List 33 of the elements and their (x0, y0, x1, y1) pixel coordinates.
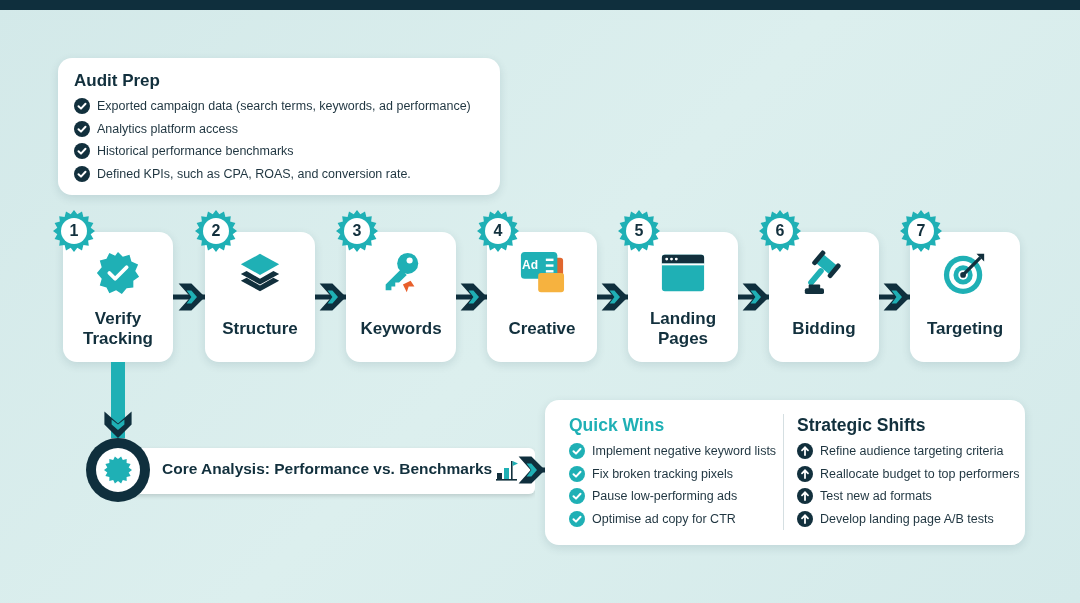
column-heading: Strategic Shifts (797, 415, 927, 436)
step-number-badge: 6 (759, 210, 801, 252)
step-title: Targeting (925, 318, 1005, 340)
column-heading: Quick Wins (569, 415, 666, 436)
step-number-badge: 7 (900, 210, 942, 252)
step-title: Verify Tracking (82, 308, 154, 350)
checklist-item: Historical performance benchmarks (97, 144, 294, 159)
checklist-item: Reallocate budget to top performers (820, 466, 1020, 481)
step-title: Landing Pages (648, 308, 718, 350)
step-title: Structure (221, 318, 299, 340)
checklist-item: Optimise ad copy for CTR (592, 511, 736, 526)
step-number-badge: 4 (477, 210, 519, 252)
card-heading: Audit Prep (74, 71, 161, 91)
checklist-item: Implement negative keyword lists (592, 444, 777, 459)
checklist-item: Develop landing page A/B tests (820, 511, 994, 526)
step-title: Bidding (791, 318, 857, 340)
checklist-card (58, 58, 500, 195)
step-title: Keywords (359, 318, 443, 340)
ad-text: Ad (522, 258, 538, 272)
checklist-item: Pause low-performing ads (592, 489, 738, 504)
step-title: Creative (507, 318, 577, 340)
step-number-badge: 2 (195, 210, 237, 252)
step-number-badge: 5 (618, 210, 660, 252)
checklist-item: Refine audience targeting criteria (820, 444, 1004, 459)
checklist-item: Defined KPIs, such as CPA, ROAS, and conversion rate. (97, 166, 411, 181)
step-number-badge: 3 (336, 210, 378, 252)
checklist-item: Exported campaign data (search terms, keywords, ad performance) (97, 99, 471, 114)
step-number-badge: 1 (53, 210, 95, 252)
checklist-item: Analytics platform access (97, 121, 239, 136)
checklist-item: Fix broken tracking pixels (592, 466, 734, 481)
checklist-item: Test new ad formats (820, 489, 932, 504)
results-card (545, 400, 1025, 545)
banner-title: Core Analysis: Performance vs. Benchmarks (162, 460, 493, 478)
